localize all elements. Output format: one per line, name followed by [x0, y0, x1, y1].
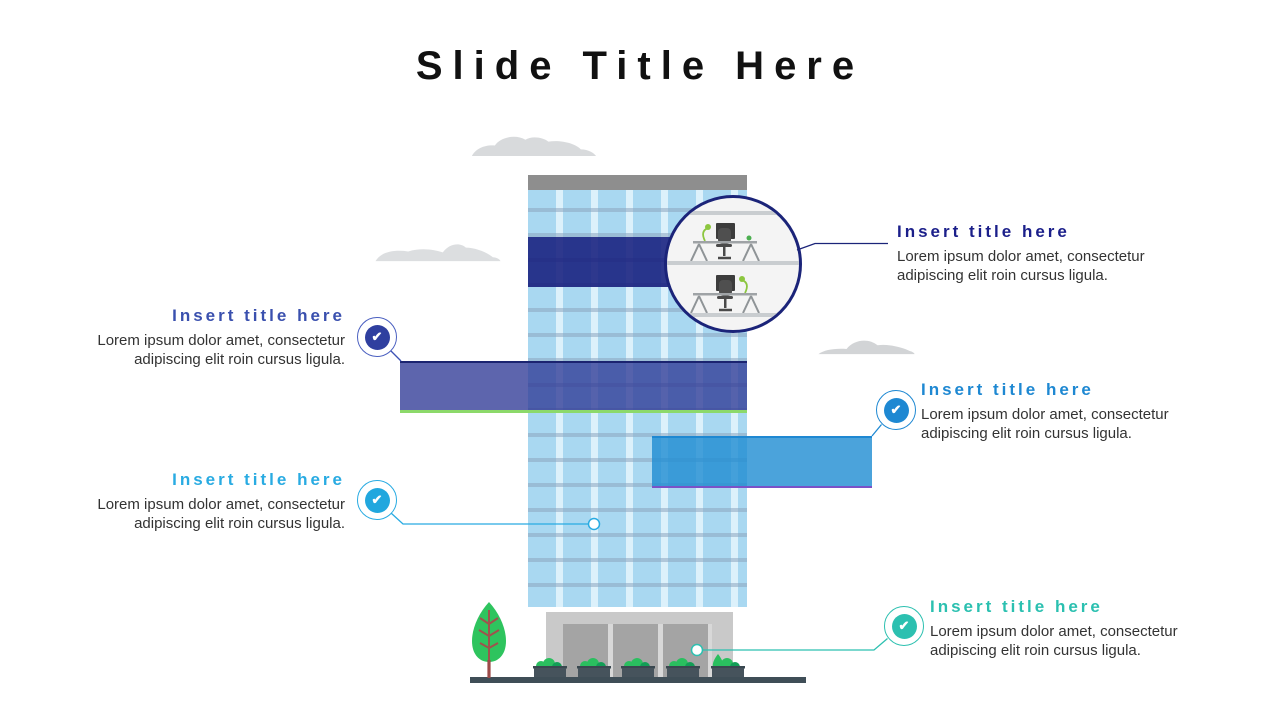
callout-right-bottom: Insert title here Lorem ipsum dolor amet… — [930, 597, 1210, 660]
check-badge-left-bottom[interactable]: ✔ — [357, 480, 397, 520]
planter-icon — [711, 654, 745, 677]
callout-title[interactable]: Insert title here — [172, 470, 345, 489]
building-roof — [528, 175, 747, 190]
cloud-top-icon — [471, 136, 597, 157]
slide-title[interactable]: Slide Title Here — [415, 44, 865, 88]
interior-floor-line — [667, 211, 799, 215]
callout-title[interactable]: Insert title here — [172, 306, 345, 325]
planter-icon — [621, 658, 655, 677]
callout-right-middle: Insert title here Lorem ipsum dolor amet… — [921, 380, 1201, 443]
building-base-trim — [528, 607, 747, 612]
planter-icon — [577, 658, 611, 677]
cloud-right-icon — [818, 340, 915, 355]
cloud-left-icon — [375, 244, 501, 262]
callout-body[interactable]: Lorem ipsum dolor amet, consectetur adip… — [897, 248, 1145, 284]
check-badge-left-top[interactable]: ✔ — [357, 317, 397, 357]
callout-right-top: Insert title here Lorem ipsum dolor amet… — [897, 222, 1177, 285]
check-icon: ✔ — [883, 397, 909, 423]
callout-left-bottom: Insert title here Lorem ipsum dolor amet… — [65, 470, 345, 533]
interior-floor-line — [667, 313, 799, 317]
callout-body[interactable]: Lorem ipsum dolor amet, consectetur adip… — [97, 332, 345, 368]
check-icon: ✔ — [364, 324, 390, 350]
callout-left-top: Insert title here Lorem ipsum dolor amet… — [65, 306, 345, 369]
callout-title[interactable]: Insert title here — [930, 597, 1103, 616]
ground-line — [470, 677, 806, 683]
callout-title[interactable]: Insert title here — [897, 222, 1070, 241]
planter-icon — [666, 658, 700, 677]
office-desk-icon — [690, 275, 760, 313]
check-badge-right-bottom[interactable]: ✔ — [884, 606, 924, 646]
check-badge-right-middle[interactable]: ✔ — [876, 390, 916, 430]
magnifier-circle[interactable] — [664, 195, 802, 333]
highlight-bar-left[interactable] — [400, 361, 747, 413]
callout-title[interactable]: Insert title here — [921, 380, 1094, 399]
tree-icon — [472, 602, 506, 678]
check-icon: ✔ — [891, 613, 917, 639]
highlight-bar-right[interactable] — [652, 436, 872, 488]
planter-icon — [533, 658, 567, 677]
check-icon: ✔ — [364, 487, 390, 513]
interior-floor-line — [667, 261, 799, 265]
callout-body[interactable]: Lorem ipsum dolor amet, consectetur adip… — [97, 496, 345, 532]
office-desk-icon — [690, 223, 760, 261]
callout-body[interactable]: Lorem ipsum dolor amet, consectetur adip… — [921, 406, 1169, 442]
callout-body[interactable]: Lorem ipsum dolor amet, consectetur adip… — [930, 623, 1178, 659]
